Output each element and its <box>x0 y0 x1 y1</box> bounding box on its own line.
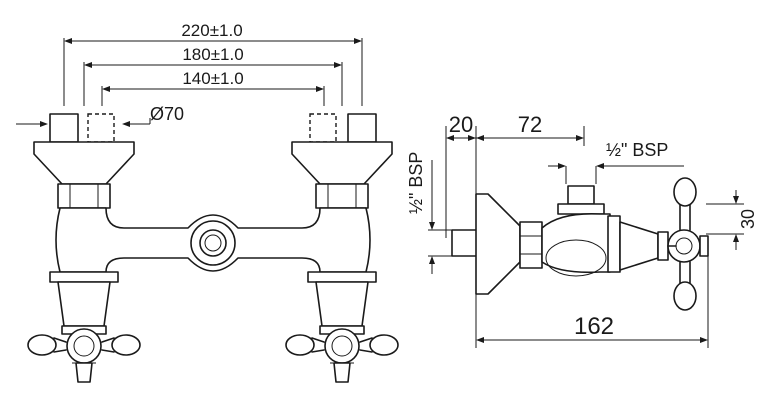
right-nut <box>315 183 369 209</box>
dimension-30-label: 30 <box>738 209 758 229</box>
side-top-inlet <box>557 185 605 215</box>
left-nut <box>57 183 111 209</box>
left-valve-head <box>27 271 141 383</box>
centre-outlet <box>190 220 236 266</box>
right-flange <box>291 141 393 185</box>
front-view: 220±1.0 180±1.0 140±1.0 Ø70 <box>16 21 399 383</box>
dimension-72-label: 72 <box>518 112 542 137</box>
left-inlet <box>49 113 115 143</box>
dimension-220: 220±1.0 <box>64 21 362 44</box>
side-view: 20 72 ½" BSP ½" BSP <box>406 112 758 348</box>
dimension-180-label: 180±1.0 <box>182 45 243 64</box>
side-body <box>541 212 611 274</box>
dimension-20-72: 20 72 <box>445 112 585 238</box>
thread-callout-top: ½" BSP <box>548 140 684 184</box>
left-flange <box>33 141 135 185</box>
right-inlet <box>309 113 377 143</box>
side-handle <box>667 177 709 311</box>
side-inlet <box>451 229 479 257</box>
dimension-20-label: 20 <box>449 112 473 137</box>
side-nut <box>519 221 543 269</box>
dimension-140: 140±1.0 <box>102 69 324 92</box>
thread-vertical-label: ½" BSP <box>406 152 426 214</box>
thread-top-label: ½" BSP <box>606 140 668 160</box>
side-body-curve <box>545 239 607 277</box>
diameter-label: Ø70 <box>150 104 184 124</box>
dimension-162: 162 <box>475 256 709 348</box>
dimension-140-label: 140±1.0 <box>182 69 243 88</box>
side-flange <box>475 193 521 295</box>
dimension-diameter: Ø70 <box>16 104 184 127</box>
right-valve-head <box>285 271 399 383</box>
side-bonnet <box>607 215 669 273</box>
dimension-30: 30 <box>706 190 758 250</box>
width-extension-lines <box>63 38 363 106</box>
dimension-180: 180±1.0 <box>84 45 342 68</box>
dimension-162-label: 162 <box>574 313 614 340</box>
thread-callout-vertical: ½" BSP <box>406 152 452 274</box>
dimension-220-label: 220±1.0 <box>181 21 242 40</box>
